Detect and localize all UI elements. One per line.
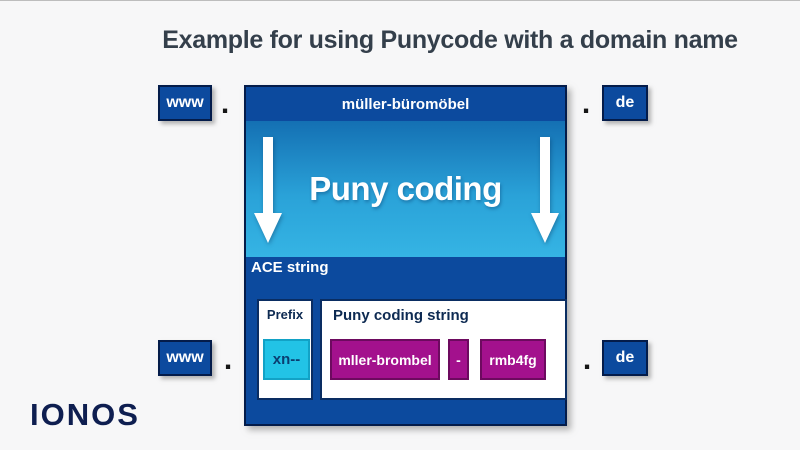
bottom-right-dot-separator: . (582, 343, 592, 376)
prefix-label: Prefix (266, 307, 304, 322)
bottom-left-dot-separator: . (223, 343, 233, 376)
top-right-dot-separator: . (581, 87, 591, 120)
bottom-tld-label: de (615, 349, 635, 366)
puny-string-part: - (448, 339, 469, 380)
ace-string-label: ACE string (251, 259, 329, 276)
domain-name-label: müller-büromöbel (341, 95, 470, 113)
bottom-tld-box: de (602, 340, 648, 376)
puny-coding-string-box: Puny coding string mller-brombel - rmb4f… (320, 299, 567, 400)
page-title: Example for using Punycode with a domain… (162, 26, 738, 54)
top-subdomain-label: www (166, 94, 204, 111)
ace-string-box: ACE string Prefix xn-- Puny coding strin… (246, 257, 567, 424)
top-left-dot-separator: . (220, 87, 230, 120)
bottom-subdomain-box: www (158, 340, 212, 376)
top-tld-label: de (615, 94, 635, 111)
bottom-subdomain-label: www (166, 349, 204, 366)
puny-coding-process: Puny coding (246, 121, 565, 257)
puny-string-part-label: mller-brombel (338, 351, 432, 368)
puny-string-part-label: rmb4fg (489, 351, 537, 368)
ionos-logo: IONOS (30, 397, 140, 432)
prefix-value-box: xn-- (263, 339, 310, 380)
arrow-down-icon (531, 137, 559, 243)
domain-name-bar: müller-büromöbel (246, 87, 565, 121)
prefix-box: Prefix xn-- (257, 299, 313, 400)
punycode-diagram: müller-büromöbel Puny coding ACE string … (244, 85, 567, 426)
puny-string-part: rmb4fg (480, 339, 546, 380)
prefix-value: xn-- (272, 351, 301, 368)
puny-string-part-label: - (456, 351, 461, 368)
top-tld-box: de (602, 85, 648, 121)
top-subdomain-box: www (158, 85, 212, 121)
puny-string-part: mller-brombel (330, 339, 440, 380)
puny-coding-string-label: Puny coding string (333, 307, 469, 324)
puny-coding-label: Puny coding (309, 170, 502, 207)
arrow-down-icon (254, 137, 282, 243)
